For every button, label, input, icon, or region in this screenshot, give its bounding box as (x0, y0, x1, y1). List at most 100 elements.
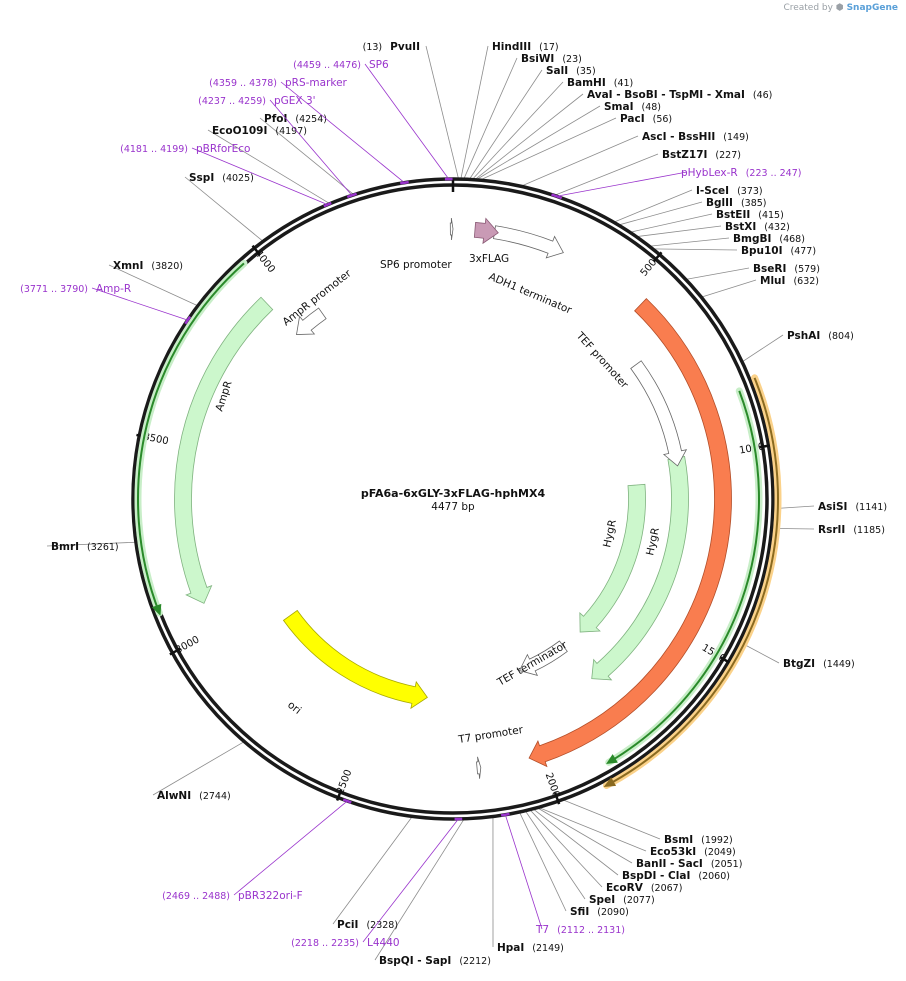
feature-hygr[interactable] (591, 456, 689, 681)
site-label-pfoi[interactable]: PfoI(4254) (264, 113, 327, 125)
site-label-bamhi[interactable]: BamHI(41) (567, 77, 633, 89)
site-label-pshai[interactable]: PshAI (804) (787, 330, 854, 342)
site-position: (1185) (853, 525, 885, 536)
site-name: PshAI (787, 330, 820, 342)
site-leader-line (518, 810, 567, 912)
site-label-bsteii[interactable]: BstEII(415) (716, 209, 784, 221)
primer-leader-line (269, 99, 353, 196)
site-label-banii-saci[interactable]: BanII - SacI(2051) (636, 858, 742, 870)
primer-site-mark (323, 201, 332, 208)
primer-site-mark (342, 798, 352, 804)
site-position: (373) (737, 186, 763, 197)
primer-bar-arrowhead (603, 777, 617, 787)
site-label-sali[interactable]: SalI(35) (546, 65, 596, 77)
site-label-bstxi[interactable]: BstXI (432) (725, 221, 790, 233)
site-label-bstz17i[interactable]: BstZ17I(227) (662, 149, 741, 161)
site-label-pcii[interactable]: PciI(2328) (337, 919, 398, 931)
site-label-avai-bsobi-tspmi-xmai[interactable]: AvaI - BsoBI - TspMI - XmaI(46) (587, 89, 772, 101)
site-position: (13) (363, 42, 383, 53)
site-name: SspI (189, 172, 214, 184)
primer-label-pbr322ori-f[interactable]: (2469 .. 2488)pBR322ori-F (162, 890, 303, 902)
site-label-sfii[interactable]: SfiI(2090) (570, 906, 629, 918)
site-label-btgzi[interactable]: BtgZI(1449) (783, 658, 855, 670)
scale-tick (652, 251, 663, 263)
feature-3xflag[interactable] (473, 217, 499, 245)
site-position: (35) (576, 66, 596, 77)
site-label-hindiii[interactable]: HindIII(17) (492, 41, 559, 53)
primer-label-prs-marker[interactable]: (4359 .. 4378)pRS-marker (209, 77, 347, 89)
site-leader-line (612, 189, 693, 224)
site-label-bspqi-sapi[interactable]: BspQI - SapI(2212) (379, 955, 491, 967)
site-name: HpaI (497, 942, 524, 954)
primer-label-pbrforeco[interactable]: (4181 .. 4199)pBRforEco (120, 143, 250, 155)
primer-name: pBRforEco (196, 143, 250, 155)
scale-tick-label: 2500 (335, 768, 354, 796)
primer-name: T7 (535, 924, 549, 936)
feature-ampr[interactable] (174, 296, 274, 604)
site-label-bseri[interactable]: BseRI(579) (753, 263, 820, 275)
site-name: EcoRV (606, 882, 644, 894)
primer-label-pgex-3[interactable]: (4237 .. 4259)pGEX 3' (198, 95, 315, 107)
site-name: BstXI (725, 221, 756, 233)
site-label-asisi[interactable]: AsiSI(1141) (818, 501, 887, 513)
scale-tick-label: 2000 (543, 772, 562, 800)
site-label-smai[interactable]: SmaI(48) (604, 101, 661, 113)
site-label-i-scei[interactable]: I-SceI(373) (696, 185, 763, 197)
primer-label-amp-r[interactable]: (3771 .. 3790)Amp-R (20, 283, 131, 295)
feature-tef-promoter[interactable] (630, 360, 688, 467)
site-label-alwni[interactable]: AlwNI(2744) (157, 790, 231, 802)
site-label-eco53ki[interactable]: Eco53kI(2049) (650, 846, 736, 858)
site-label-bmri[interactable]: BmrI(3261) (51, 541, 119, 553)
primer-site-mark (500, 812, 510, 817)
feature-ampr-promoter[interactable] (296, 307, 327, 335)
site-position: (804) (828, 331, 854, 342)
site-label-paci[interactable]: PacI(56) (620, 113, 672, 125)
site-name: BanII - SacI (636, 858, 703, 870)
site-label-asci-bsshii[interactable]: AscI - BssHII(149) (642, 131, 749, 143)
site-position: (1141) (855, 502, 887, 513)
site-label-spei[interactable]: SpeI(2077) (589, 894, 655, 906)
feature-sp6-promoter[interactable] (449, 217, 454, 241)
site-label-pvuii[interactable]: (13)PvuII (363, 41, 420, 53)
feature-hygr[interactable] (579, 483, 646, 633)
scale-tick (759, 443, 772, 449)
primer-label-sp6[interactable]: (4459 .. 4476)SP6 (293, 59, 389, 71)
primer-label-l4440[interactable]: (2218 .. 2235)L4440 (291, 937, 399, 949)
primer-label-phyblex-r[interactable]: pHybLex-R(223 .. 247) (681, 167, 801, 179)
feature-t7-promoter[interactable] (476, 756, 482, 779)
site-label-mlui[interactable]: MluI(632) (760, 275, 819, 287)
site-name: BsmI (664, 834, 693, 846)
site-position: (432) (764, 222, 790, 233)
site-label-rsrii[interactable]: RsrII(1185) (818, 524, 885, 536)
site-label-bpu10i[interactable]: Bpu10I(477) (741, 245, 816, 257)
site-label-bsiwi[interactable]: BsiWI(23) (521, 53, 582, 65)
primer-name: SP6 (369, 59, 389, 71)
site-leader-line (468, 69, 543, 181)
scale-tick (251, 244, 261, 256)
primer-leader-line (556, 171, 688, 197)
feature-tef-terminator[interactable] (518, 640, 568, 676)
site-position: (2328) (366, 920, 398, 931)
feature-ori[interactable] (282, 609, 428, 710)
primer-name: pRS-marker (285, 77, 348, 89)
site-label-sspi[interactable]: SspI(4025) (189, 172, 254, 184)
site-label-bglii[interactable]: BglII(385) (706, 197, 766, 209)
site-name: BspDI - ClaI (622, 870, 690, 882)
feature-hphmx6[interactable] (528, 298, 732, 768)
site-label-bsmi[interactable]: BsmI(1992) (664, 834, 733, 846)
site-leader-line (741, 334, 784, 363)
features (174, 217, 732, 779)
feature-label-sp6-promoter: SP6 promoter (380, 259, 452, 271)
primer-label-t7[interactable]: T7(2112 .. 2131) (535, 924, 625, 936)
site-leader-line (531, 807, 619, 876)
site-leader-line (184, 176, 265, 243)
site-label-xmni[interactable]: XmnI(3820) (113, 260, 183, 272)
site-label-ecoo109i[interactable]: EcoO109I(4197) (212, 125, 307, 137)
site-label-ecorv[interactable]: EcoRV(2067) (606, 882, 682, 894)
feature-label-adh1-terminator: ADH1 terminator (487, 271, 574, 317)
site-position: (3261) (87, 542, 119, 553)
site-label-bmgbi[interactable]: BmgBI(468) (733, 233, 805, 245)
site-label-bspdi-clai[interactable]: BspDI - ClaI(2060) (622, 870, 730, 882)
site-label-hpai[interactable]: HpaI(2149) (497, 942, 564, 954)
feature-adh1-terminator[interactable] (493, 225, 564, 259)
